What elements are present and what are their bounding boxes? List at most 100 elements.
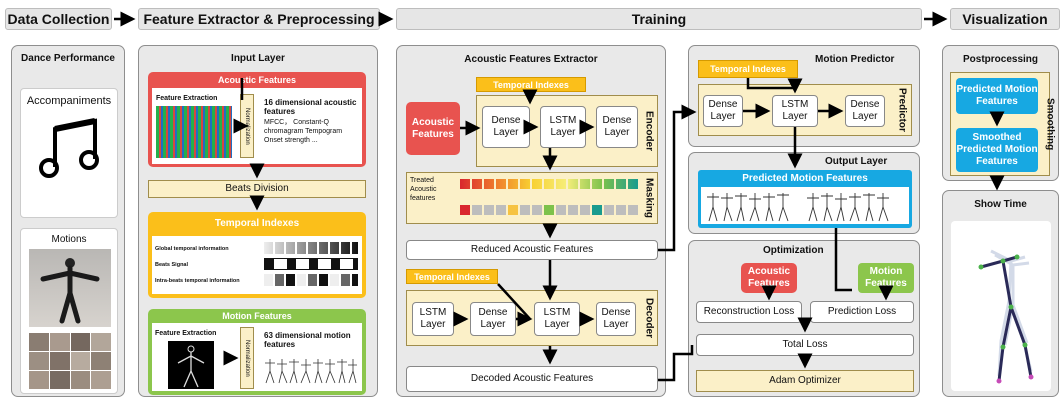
masking-label: Masking [643,177,655,218]
encoder-label: Encoder [643,110,655,151]
box-label: Decoded Acoustic Features [470,373,594,384]
dancer-photo-grid [29,333,111,389]
beats-division-label: Beats Division [225,183,289,194]
panel-title: Output Layer [825,156,888,167]
panel-title: Acoustic Features Extractor [464,54,598,65]
decoded-acoustic-features: Decoded Acoustic Features [406,366,658,392]
phase-label: Training [631,11,687,27]
encoder-lstm-layer: LSTM Layer [540,106,586,148]
post-smoothed-motion: Smoothed Predicted Motion Features [956,128,1038,172]
temporal-row-label: Beats Signal [155,262,189,268]
block-header: Temporal Indexes [214,218,300,229]
smoothing-label: Smoothing [1044,97,1056,151]
feature-extraction-label: Feature Extraction [155,330,217,337]
box-label: Predicted Motion Features [956,84,1038,107]
motions-box: Motions [20,228,118,394]
acoustic-dim-title: 16 dimensional acoustic features [264,98,357,116]
acoustic-features-input: Acoustic Features [406,102,460,155]
optimization-acoustic-features: Acoustic Features [741,263,797,293]
panel-title: Optimization [763,245,824,256]
masked-cell [544,205,554,215]
box-label: Reconstruction Loss [703,306,795,317]
spectrogram-image [156,106,232,158]
phase-label: Data Collection [7,11,110,27]
box-label: Reduced Acoustic Features [470,244,594,255]
block-header: Predicted Motion Features [742,173,868,184]
dance-performance-panel: Dance Performance Accompaniments Motions [11,45,125,397]
show-time-render [951,221,1051,391]
box-label: Motion Features [865,266,907,289]
motion-temporal-indexes-tag: Temporal Indexes [698,60,798,78]
phase-feature-extractor: Feature Extractor & Preprocessing [138,8,380,30]
skeleton-render-image [978,249,1034,384]
masked-cell [508,205,518,215]
normalization-label: Normalization [244,339,250,377]
decoder-lstm-layer-1: LSTM Layer [412,302,454,336]
layer-label: Dense Layer [601,307,631,330]
encoder-dense-layer-1: Dense Layer [482,106,530,148]
box-label: Smoothed Predicted Motion Features [956,132,1038,167]
global-temporal-bar [264,242,358,254]
phase-training: Training [396,8,922,30]
block-header: Motion Features [222,311,292,321]
tag-label: Temporal Indexes [493,79,569,90]
acoustic-features-block: Acoustic Features Feature Extraction Nor… [148,72,366,167]
phase-visualization: Visualization [950,8,1060,30]
beats-signal-bar [264,258,358,270]
box-label: Total Loss [782,339,828,350]
music-note-icon [39,118,99,178]
acoustic-features-content: Feature Extraction Normalization 16 dime… [152,88,362,164]
reconstruction-loss-box: Reconstruction Loss [696,301,802,323]
layer-label: LSTM Layer [419,307,447,330]
box-label: Adam Optimizer [769,375,841,386]
decoder-dense-layer-1: Dense Layer [470,302,516,336]
layer-label: Dense Layer [708,99,738,122]
encoder-dense-layer-2: Dense Layer [596,106,638,148]
accompaniments-box: Accompaniments [20,88,118,218]
predictor-dense-layer-1: Dense Layer [703,95,743,127]
dancer-photo [29,249,111,327]
layer-label: Dense Layer [491,115,521,138]
predictor-dense-layer-2: Dense Layer [845,95,885,127]
treated-features-label: Treated Acoustic features [410,177,437,202]
tag-label: Temporal Indexes [414,271,490,282]
layer-label: Dense Layer [602,115,632,138]
total-loss-box: Total Loss [696,334,914,356]
phase-label: Visualization [962,11,1048,27]
adam-optimizer-box: Adam Optimizer [696,370,914,392]
predictor-lstm-layer: LSTM Layer [772,95,818,127]
panel-title: Postprocessing [962,54,1039,65]
motions-label: Motions [51,234,87,245]
layer-label: LSTM Layer [543,307,571,330]
masked-cell [592,205,602,215]
layer-label: LSTM Layer [549,115,577,138]
decoder-label: Decoder [643,297,655,338]
skeleton-image [168,341,214,389]
intra-beats-bar [264,274,358,286]
normalization-box [240,327,254,389]
predicted-motion-image [701,187,909,224]
beats-division-box: Beats Division [148,180,366,198]
acoustic-dim-detail: MFCC， Constant-Q chromagram Tempogram On… [264,119,343,144]
panel-title: Show Time [974,199,1027,210]
decoder-temporal-indexes-tag: Temporal Indexes [406,269,498,284]
temporal-indexes-block: Temporal Indexes Global temporal informa… [148,212,366,298]
normalization-label: Normalization [244,107,250,145]
box-label: Acoustic Features [747,266,791,289]
temporal-row-label: Global temporal information [155,246,229,252]
motion-sequence-image [265,359,357,384]
decoder-lstm-layer-2: LSTM Layer [534,302,580,336]
tag-label: Temporal Indexes [710,64,786,74]
panel-title: Motion Predictor [815,54,895,65]
panel-title: Dance Performance [21,53,115,64]
phase-data-collection: Data Collection [5,8,112,30]
masked-cell [460,205,470,215]
predicted-motion-block: Predicted Motion Features [698,170,912,228]
accompaniments-label: Accompaniments [26,95,112,107]
block-header: Acoustic Features [217,75,297,85]
prediction-loss-box: Prediction Loss [810,301,914,323]
motion-features-content: Feature Extraction Normalization 63 dime… [152,323,362,391]
treated-features-row [460,179,638,189]
feature-extraction-label: Feature Extraction [156,95,218,102]
temporal-row-label: Intra-beats temporal information [155,278,240,284]
